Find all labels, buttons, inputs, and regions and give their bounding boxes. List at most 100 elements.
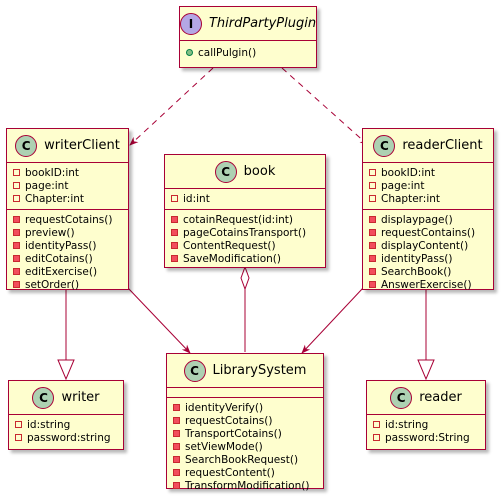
- method-label: SearchBookRequest(): [185, 453, 299, 466]
- attribute-label: Chapter:int: [25, 192, 85, 205]
- aggregation-diamond: [240, 265, 250, 291]
- method-row: preview(): [13, 226, 124, 239]
- class-icon: C: [32, 386, 55, 409]
- class-reader: C reader id:string password:String: [366, 380, 486, 450]
- dependency-plugin-readerclient: [281, 67, 369, 146]
- method-row: TransportCotains(): [173, 427, 319, 440]
- attribute-row: id:string: [373, 418, 481, 431]
- attribute-row: bookID:int: [369, 166, 489, 179]
- attributes-section: bookID:int page:int Chapter:int: [7, 163, 128, 209]
- class-header: C readerClient: [363, 129, 493, 163]
- class-book: C book id:int cotainRequest(id:int) page…: [164, 154, 326, 268]
- attribute-row: Chapter:int: [369, 192, 489, 205]
- method-row: setViewMode(): [173, 440, 319, 453]
- method-row: identityPass(): [13, 239, 124, 252]
- private-visibility-icon: [369, 255, 376, 262]
- private-visibility-icon: [373, 421, 380, 428]
- attribute-row: page:int: [13, 179, 124, 192]
- class-third-party-plugin: I ThirdPartyPlugin callPulgin(): [179, 6, 317, 68]
- method-row: setOrder(): [13, 278, 124, 291]
- method-label: requestContent(): [185, 466, 275, 479]
- private-visibility-icon: [373, 434, 380, 441]
- attribute-label: id:string: [385, 418, 429, 431]
- method-row: cotainRequest(id:int): [171, 213, 321, 226]
- method-row: TransformModification(): [173, 479, 319, 492]
- method-label: ContentRequest(): [183, 239, 276, 252]
- private-visibility-icon: [15, 434, 22, 441]
- attribute-label: password:String: [385, 431, 470, 444]
- attribute-row: bookID:int: [13, 166, 124, 179]
- private-visibility-icon: [369, 182, 376, 189]
- method-row: pageCotainsTransport(): [171, 226, 321, 239]
- method-label: TransformModification(): [185, 479, 310, 492]
- private-visibility-icon: [173, 404, 180, 411]
- method-label: SaveModification(): [183, 252, 281, 265]
- private-visibility-icon: [13, 281, 20, 288]
- method-label: identityVerify(): [185, 401, 264, 414]
- private-visibility-icon: [369, 268, 376, 275]
- methods-section: displaypage() requestContains() displayC…: [363, 209, 493, 295]
- method-row: editCotains(): [13, 252, 124, 265]
- attribute-label: bookID:int: [25, 166, 80, 179]
- private-visibility-icon: [171, 242, 178, 249]
- private-visibility-icon: [13, 268, 20, 275]
- attributes-section: bookID:int page:int Chapter:int: [363, 163, 493, 209]
- method-row: SearchBook(): [369, 265, 489, 278]
- private-visibility-icon: [13, 255, 20, 262]
- interface-icon: I: [179, 12, 202, 35]
- method-label: requestCotains(): [25, 213, 113, 226]
- method-label: displayContent(): [381, 239, 469, 252]
- private-visibility-icon: [173, 417, 180, 424]
- inheritance-reader-triangle: [417, 359, 435, 381]
- private-visibility-icon: [171, 195, 178, 202]
- private-visibility-icon: [13, 182, 20, 189]
- method-row: identityVerify(): [173, 401, 319, 414]
- method-label: editExercise(): [25, 265, 98, 278]
- association-writerclient-librarysystem: [127, 287, 191, 354]
- class-name: writer: [61, 390, 100, 405]
- private-visibility-icon: [173, 456, 180, 463]
- method-row: requestCotains(): [13, 213, 124, 226]
- method-label: AnswerExercise(): [381, 278, 472, 291]
- association-readerclient-librarysystem: [301, 287, 364, 354]
- attribute-row: page:int: [369, 179, 489, 192]
- method-row: SaveModification(): [171, 252, 321, 265]
- attributes-section: [167, 388, 323, 397]
- private-visibility-icon: [13, 229, 20, 236]
- private-visibility-icon: [369, 216, 376, 223]
- method-label: TransportCotains(): [185, 427, 282, 440]
- private-visibility-icon: [13, 242, 20, 249]
- attribute-label: Chapter:int: [381, 192, 441, 205]
- method-row: SearchBookRequest(): [173, 453, 319, 466]
- private-visibility-icon: [15, 421, 22, 428]
- methods-section: identityVerify() requestCotains() Transp…: [167, 397, 323, 496]
- method-label: cotainRequest(id:int): [183, 213, 293, 226]
- method-label: setOrder(): [25, 278, 80, 291]
- class-library-system: C LibrarySystem identityVerify() request…: [166, 353, 324, 492]
- attribute-label: page:int: [381, 179, 425, 192]
- methods-section: callPulgin(): [180, 41, 316, 63]
- methods-section: requestCotains() preview() identityPass(…: [7, 209, 128, 295]
- method-row: requestContent(): [173, 466, 319, 479]
- class-name: reader: [419, 390, 462, 405]
- method-row: requestCotains(): [173, 414, 319, 427]
- class-icon: C: [183, 359, 206, 382]
- attribute-label: page:int: [25, 179, 69, 192]
- method-row: callPulgin(): [186, 46, 312, 59]
- class-icon: C: [373, 134, 396, 157]
- methods-section: cotainRequest(id:int) pageCotainsTranspo…: [165, 209, 325, 269]
- private-visibility-icon: [13, 195, 20, 202]
- attribute-label: id:int: [183, 192, 210, 205]
- method-label: requestCotains(): [185, 414, 273, 427]
- class-header: C reader: [367, 381, 485, 415]
- method-label: identityPass(): [381, 252, 453, 265]
- private-visibility-icon: [369, 242, 376, 249]
- private-visibility-icon: [369, 281, 376, 288]
- class-name: book: [243, 164, 276, 179]
- method-label: editCotains(): [25, 252, 93, 265]
- method-label: SearchBook(): [381, 265, 452, 278]
- class-header: C writer: [9, 381, 123, 415]
- dependency-plugin-writerclient: [129, 67, 214, 146]
- method-row: requestContains(): [369, 226, 489, 239]
